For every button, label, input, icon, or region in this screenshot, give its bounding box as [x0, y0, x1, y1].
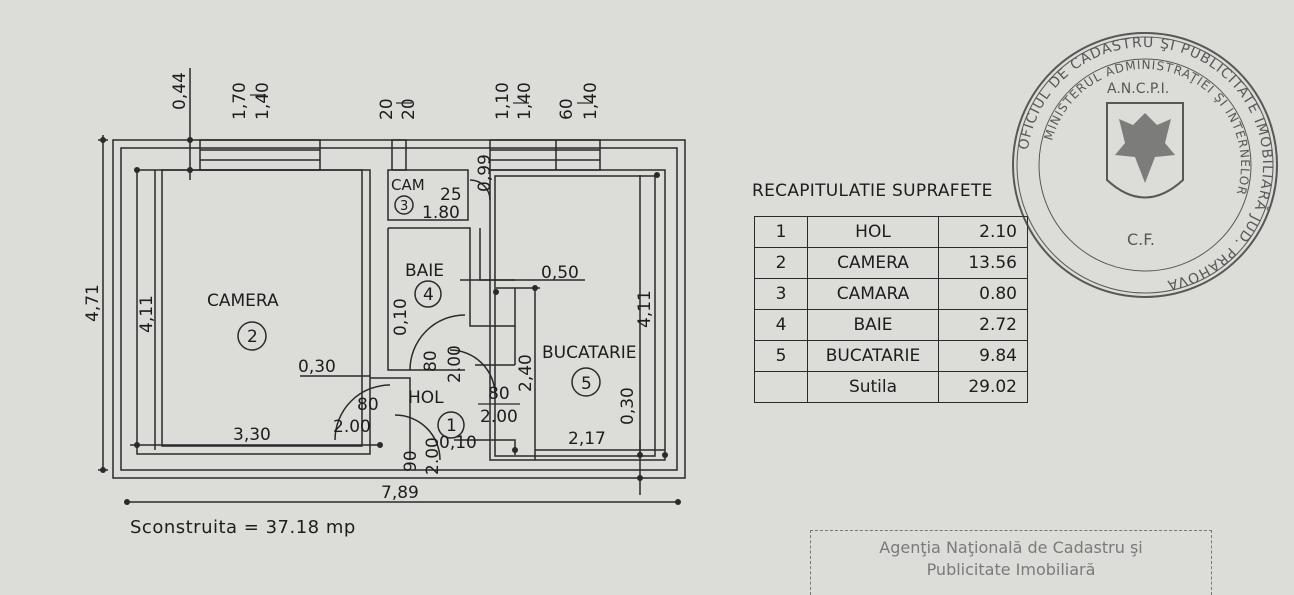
row-area: 9.84: [938, 340, 1028, 372]
dim-buc-240: 2,40: [516, 354, 536, 392]
dim-bottom-217: 2,17: [568, 429, 606, 449]
recap-title: RECAPITULATIE SUPRAFETE: [752, 181, 993, 201]
table-row: 4 BAIE 2.72: [754, 309, 1028, 341]
dim-bottom-010: 0,10: [439, 433, 477, 453]
dim-hol-200b: 2.00: [480, 407, 518, 427]
dim-cam-25: 25: [440, 185, 462, 205]
row-room: HOL: [807, 216, 939, 248]
svg-text:A.N.C.P.I.: A.N.C.P.I.: [1107, 81, 1169, 97]
dim-140-a: 1,40: [253, 82, 273, 120]
dim-left-030: 0,30: [298, 357, 336, 377]
row-area: 29.02: [938, 371, 1028, 403]
row-room: CAMARA: [807, 278, 939, 310]
table-row: 5 BUCATARIE 9.84: [754, 340, 1028, 372]
dim-bottom-330: 3,30: [233, 425, 271, 445]
dim-total-width: 7,89: [381, 483, 419, 503]
row-room: Sutila: [807, 371, 939, 403]
dim-bottom-200: 2.00: [423, 437, 443, 475]
dim-bottom-90: 90: [401, 450, 421, 472]
row-room: CAMERA: [807, 247, 939, 279]
dim-cam-width: 1.80: [422, 203, 460, 223]
row-number: [754, 371, 808, 403]
dim-door-80: 80: [357, 395, 379, 415]
row-number: 5: [754, 340, 808, 372]
dim-hol-80b: 80: [488, 384, 510, 404]
dim-hol-80a: 80: [421, 350, 441, 372]
row-number: 3: [754, 278, 808, 310]
dim-right-height: 4,11: [635, 290, 655, 328]
room-hol-label: HOL: [408, 388, 444, 408]
row-room: BUCATARIE: [807, 340, 939, 372]
floor-plan: 0,44 1,70 1,40 20 20 1,10 1,40 60 1,40 4…: [83, 68, 686, 505]
row-room: BAIE: [807, 309, 939, 341]
dim-170: 1,70: [230, 82, 250, 120]
dim-total-height: 4,71: [83, 284, 103, 322]
table-row: 1 HOL 2.10: [754, 216, 1028, 248]
dim-110: 1,10: [493, 82, 513, 120]
dim-044: 0,44: [170, 72, 190, 110]
table-row: 3 CAMARA 0.80: [754, 278, 1028, 310]
row-area: 2.10: [938, 216, 1028, 248]
dim-20-a: 20: [377, 98, 397, 120]
room-bucatarie-label: BUCATARIE: [542, 343, 637, 363]
room-baie-number: 4: [423, 285, 434, 305]
agency-line-1: Agenţia Naţională de Cadastru şi: [879, 538, 1143, 557]
dim-hol-200a: 2.00: [445, 345, 465, 383]
official-stamp: OFICIUL DE CADASTRU ŞI PUBLICITATE IMOBI…: [1012, 32, 1278, 298]
agency-watermark: Agenţia Naţională de Cadastru şi Publici…: [810, 530, 1212, 595]
table-row: 2 CAMERA 13.56: [754, 247, 1028, 279]
svg-text:C.F.: C.F.: [1127, 230, 1155, 249]
dim-buc-030: 0,30: [618, 387, 638, 425]
dim-140-c: 1,40: [581, 82, 601, 120]
dim-60: 60: [557, 98, 577, 120]
row-number: 2: [754, 247, 808, 279]
room-cam-number: 3: [400, 199, 408, 214]
dim-cam-099: 0,99: [475, 154, 495, 192]
agency-line-2: Publicitate Imobiliară: [926, 560, 1096, 579]
dim-left-height: 4,11: [137, 295, 157, 333]
built-area-text: Sconstruita = 37.18 mp: [130, 517, 356, 538]
row-number: 1: [754, 216, 808, 248]
dim-door-200: 2.00: [333, 417, 371, 437]
room-camera-number: 2: [247, 327, 258, 347]
dim-baie-010: 0,10: [391, 298, 411, 336]
room-hol-number: 1: [446, 416, 457, 436]
dim-20-b: 20: [399, 98, 419, 120]
row-area: 13.56: [938, 247, 1028, 279]
row-number: 4: [754, 309, 808, 341]
room-baie-label: BAIE: [405, 261, 444, 281]
dim-140-b: 1,40: [515, 82, 535, 120]
row-area: 0.80: [938, 278, 1028, 310]
table-row: Sutila 29.02: [754, 371, 1028, 403]
room-cam-label: CAM: [391, 176, 425, 194]
recap-table: 1 HOL 2.10 2 CAMERA 13.56 3 CAMARA 0.80 …: [754, 216, 1028, 403]
dim-baie-050: 0,50: [541, 263, 579, 283]
row-area: 2.72: [938, 309, 1028, 341]
room-bucatarie-number: 5: [581, 374, 592, 394]
room-camera-label: CAMERA: [207, 291, 279, 311]
